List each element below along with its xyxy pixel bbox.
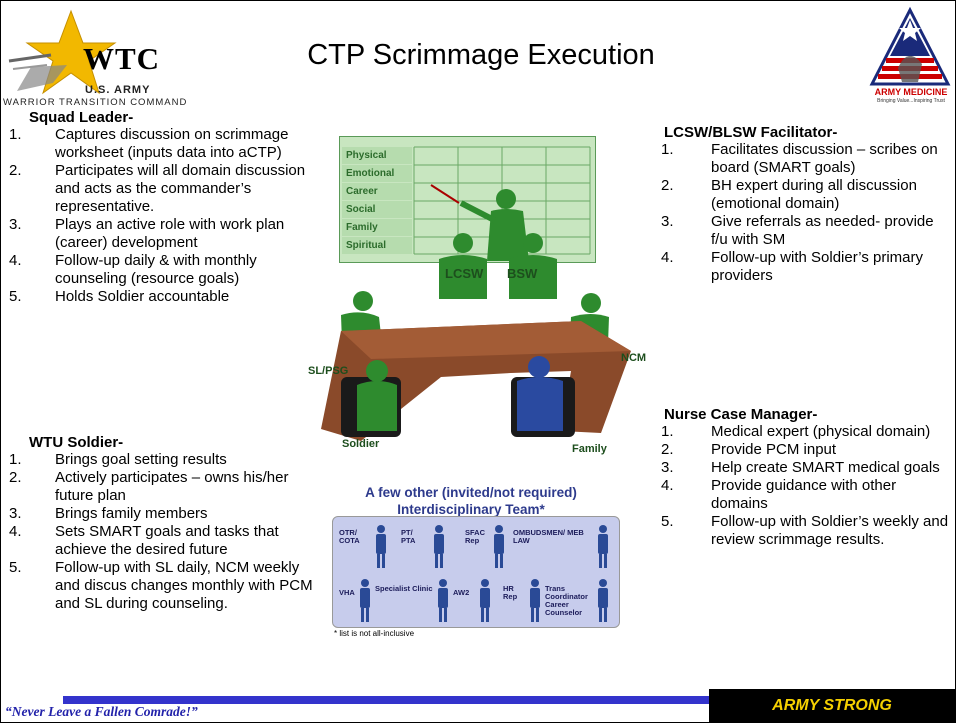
wtu-soldier-section: WTU Soldier- 1.Brings goal setting resul… [9,434,319,613]
list-item: 4.Sets SMART goals and tasks that achiev… [9,523,279,558]
list-item: 2.Provide PCM input [661,441,837,458]
wtu-soldier-list: 1.Brings goal setting results 2.Actively… [9,451,319,613]
list-item: 1.Facilitates discussion – scribes on bo… [661,141,938,176]
army-medicine-logo-tagline: Bringing Value...Inspiring Trust [877,98,945,104]
list-item: 4.Follow-up with Soldier’s primary provi… [661,249,924,284]
list-item: 2.Participates will all domain discussio… [9,162,306,215]
team-box: OTR/ COTA PT/ PTA SFAC Rep OMBUDSMEN/ ME… [332,516,620,628]
list-item: 1.Captures discussion on scrimmage works… [9,126,289,161]
board-row-emotional: Emotional [342,165,412,182]
team-figures [360,525,608,622]
star-icon [8,9,117,95]
board-row-social: Social [342,201,412,218]
army-medicine-emblem-icon [869,6,951,86]
list-item: 3.Help create SMART medical goals [661,459,940,476]
team-member-pt-pta: PT/ PTA [401,528,416,545]
team-member-aw2: AW2 [453,588,470,597]
board-row-career: Career [342,183,412,200]
team-member-ombudsmen: OMBUDSMEN/ MEB LAW [513,528,584,545]
sl-psg-label: SL/PSG [308,365,349,377]
wtc-logo [3,3,243,115]
board-row-physical: Physical [342,147,412,164]
team-member-hr-rep: HR Rep [503,584,518,601]
wtc-logo-army: U.S. ARMY [85,84,151,96]
list-item: 5.Follow-up with Soldier’s weekly and re… [661,513,949,548]
ncm-section: Nurse Case Manager- 1.Medical expert (ph… [661,406,954,549]
army-strong-box: ARMY STRONG [709,689,955,722]
ncm-heading: Nurse Case Manager- [664,406,818,423]
wtc-logo-name: WTC [83,41,161,76]
ncm-list: 1.Medical expert (physical domain) 2.Pro… [661,423,954,549]
lcsw-section: LCSW/BLSW Facilitator- 1.Facilitates dis… [661,124,954,285]
footer-motto: “Never Leave a Fallen Comrade!” [5,704,198,719]
team-member-sfac-rep: SFAC Rep [465,528,486,545]
list-item: 4.Follow-up daily & with monthly counsel… [9,252,257,287]
team-member-vha: VHA [339,588,355,597]
soldier-label: Soldier [342,438,380,450]
board-row-spiritual: Spiritual [342,237,412,254]
list-item: 1.Medical expert (physical domain) [661,423,931,440]
lcsw-heading: LCSW/BLSW Facilitator- [664,124,838,141]
list-item: 3.Brings family members [9,505,208,522]
ncm-label: NCM [621,352,647,364]
bsw-label: BSW [507,266,538,281]
meeting-illustration [321,184,631,441]
list-item: 5.Follow-up with SL daily, NCM weekly an… [9,559,313,612]
list-item: 2.Actively participates – owns his/her f… [9,469,289,504]
list-item: 3.Give referrals as needed- provide f/u … [661,213,934,248]
list-item: 5.Holds Soldier accountable [9,288,230,305]
list-item: 4.Provide guidance with other domains [661,477,897,512]
list-item: 3.Plays an active role with work plan (c… [9,216,285,251]
board-row-family: Family [342,219,412,236]
team-title: A few other (invited/not required) Inter… [365,485,577,517]
slide-title: CTP Scrimmage Execution [307,39,655,71]
team-member-trans-coordinator: Trans Coordinator Career Counselor [545,584,588,617]
squad-leader-heading: Squad Leader- [29,109,134,126]
army-medicine-logo [868,6,953,106]
footer-bar [63,696,955,704]
squad-leader-list: 1.Captures discussion on scrimmage works… [9,126,329,306]
wtu-soldier-heading: WTU Soldier- [29,434,124,451]
team-member-otr-cota: OTR/ COTA [339,528,360,545]
list-item: 2.BH expert during all discussion (emoti… [661,177,917,212]
lcsw-label: LCSW [445,266,484,281]
army-medicine-logo-name: ARMY MEDICINE [874,87,948,97]
team-note: * list is not all-inclusive [334,629,415,638]
squad-leader-section: Squad Leader- 1.Captures discussion on s… [9,109,329,306]
wtc-logo-command: WARRIOR TRANSITION COMMAND [3,97,188,108]
team-member-specialist-clinic: Specialist Clinic [375,584,433,593]
facilitator-figure-icon [430,184,529,261]
lcsw-list: 1.Facilitates discussion – scribes on bo… [661,141,954,285]
family-label: Family [572,443,607,455]
list-item: 1.Brings goal setting results [9,451,227,468]
